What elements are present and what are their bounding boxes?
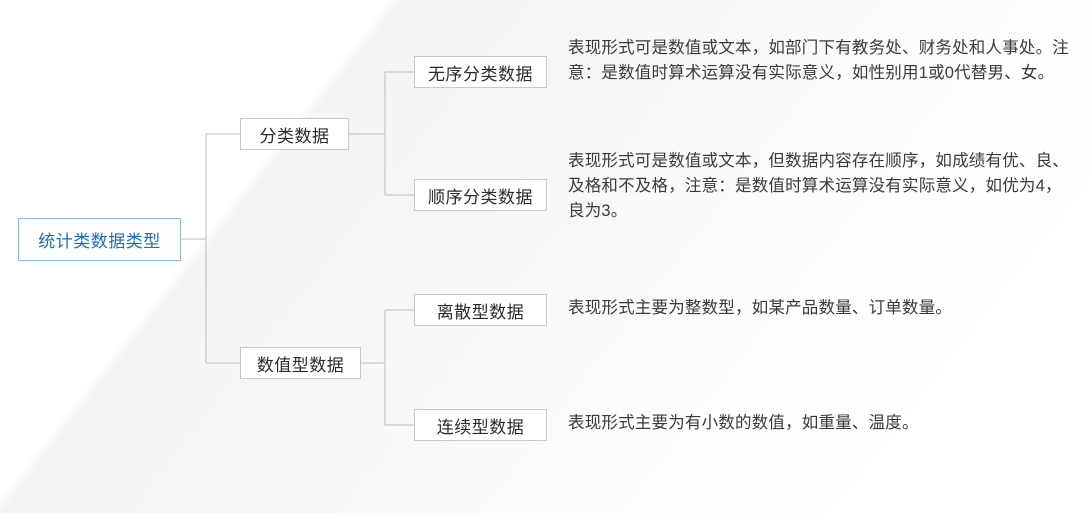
branch-node-label: 分类数据 — [259, 126, 330, 146]
description-continuous-data: 表现形式主要为有小数的数值，如重量、温度。 — [568, 414, 919, 432]
branch-node-label: 数值型数据 — [256, 355, 345, 375]
leaf-node-unordered-categorical-data[interactable]: 无序分类数据 — [414, 56, 547, 88]
leaf-node-ordered-categorical-data[interactable]: 顺序分类数据 — [414, 179, 547, 211]
leaf-node-label: 连续型数据 — [436, 417, 525, 437]
leaf-node-label: 离散型数据 — [436, 302, 525, 322]
description-discrete-data: 表现形式主要为整数型，如某产品数量、订单数量。 — [568, 299, 953, 317]
branch-node-categorical-data[interactable]: 分类数据 — [240, 118, 349, 150]
leaf-node-continuous-data[interactable]: 连续型数据 — [414, 409, 547, 441]
description-ordered-categorical-data: 表现形式可是数值或文本，但数据内容存在顺序，如成绩有优、良、及格和不及格，注意：… — [568, 152, 1069, 220]
root-node-statistical-data-types[interactable]: 统计类数据类型 — [18, 218, 181, 261]
leaf-node-label: 无序分类数据 — [428, 64, 533, 84]
leaf-node-label: 顺序分类数据 — [428, 187, 533, 207]
leaf-node-discrete-data[interactable]: 离散型数据 — [414, 294, 547, 326]
root-node-label: 统计类数据类型 — [38, 232, 161, 251]
branch-node-numerical-data[interactable]: 数值型数据 — [240, 347, 361, 379]
description-unordered-categorical-data: 表现形式可是数值或文本，如部门下有教务处、财务处和人事处。注意：是数值时算术运算… — [568, 39, 1069, 82]
